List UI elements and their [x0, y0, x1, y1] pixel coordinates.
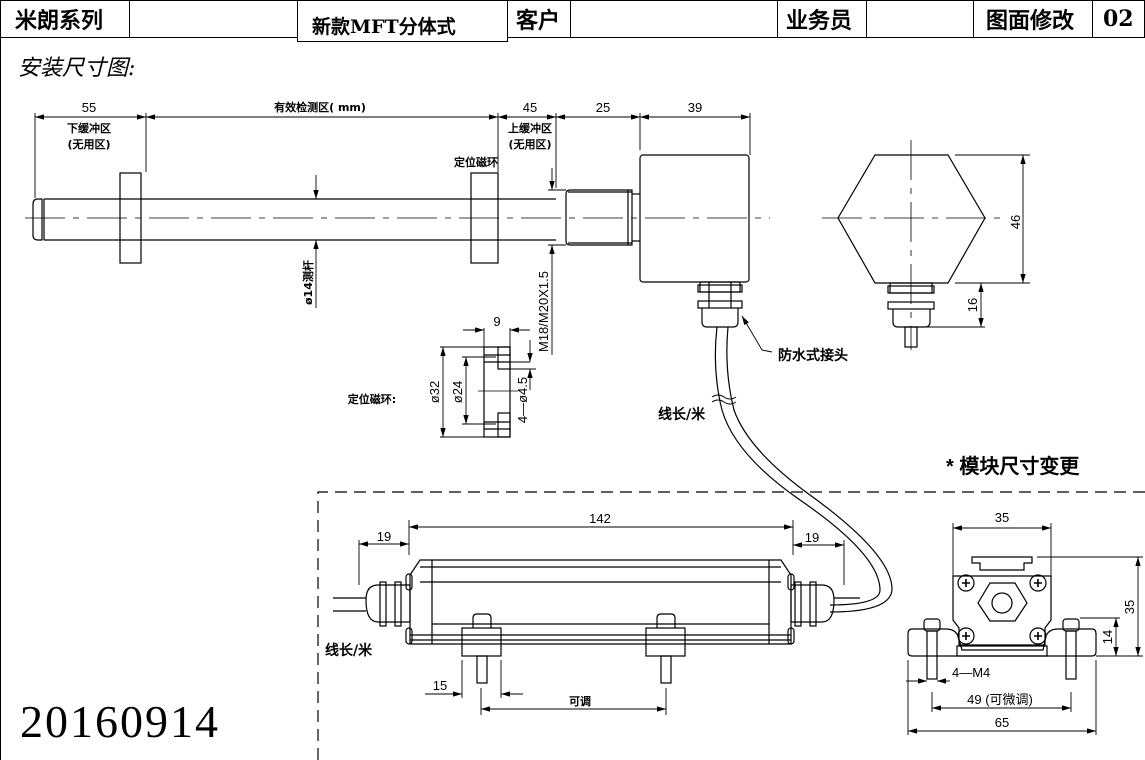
module-end-view	[907, 556, 1097, 680]
module-change-box	[317, 491, 1145, 760]
revision-value: 02	[1103, 6, 1134, 32]
label-lower-buffer: 下缓冲区	[67, 121, 111, 135]
title-block: 米朗系列 新款MFT分体式 客户 业务员 图面修改 02	[0, 0, 1145, 42]
dim-head-length: 39	[688, 100, 702, 115]
ring-detail	[478, 346, 518, 438]
dim-ring-inner: ø24	[450, 381, 465, 403]
dim-end-height: 35	[1122, 600, 1137, 614]
thread-section	[565, 189, 640, 246]
revision-label-cell: 图面修改	[973, 0, 1093, 38]
side-cable-gland	[887, 282, 935, 348]
dim-lower-buffer: 55	[82, 100, 96, 115]
label-ring-detail: 定位磁环:	[348, 392, 396, 406]
revision-label: 图面修改	[986, 8, 1075, 34]
dim-right-gland: 19	[805, 530, 819, 545]
dim-head-height: 46	[1008, 215, 1023, 229]
dim-clamp-width: 15	[433, 678, 447, 693]
dim-ring-holes: 4—ø4.5	[515, 377, 530, 423]
dim-thread-length: 25	[596, 100, 610, 115]
sensor-head	[639, 154, 750, 283]
drawing-subtitle: 安装尺寸图:	[18, 56, 136, 81]
dim-upper-buffer: 45	[523, 100, 537, 115]
series-cell: 米朗系列	[0, 0, 130, 38]
salesperson-label: 业务员	[786, 8, 853, 34]
dim-hole-spacing: 49 (可微调)	[967, 692, 1033, 707]
dim-ring-width: 9	[493, 314, 500, 329]
label-magnet-ring: 定位磁环	[454, 155, 498, 169]
label-upper-buffer: 上缓冲区	[508, 121, 552, 135]
series-name: 米朗系列	[15, 8, 104, 34]
customer-label: 客户	[516, 8, 561, 34]
label-waterproof-connector: 防水式接头	[778, 347, 848, 364]
dim-effective-range: 有效检测区( mm)	[274, 100, 366, 114]
label-thread-spec: M18/M20X1.5	[536, 271, 551, 352]
customer-label-cell: 客户	[507, 0, 571, 38]
sensor-rod	[32, 198, 556, 241]
label-upper-unused: (无用区)	[508, 138, 551, 151]
dim-end-width: 35	[995, 510, 1009, 525]
label-adjustable: 可调	[569, 694, 591, 708]
dim-left-gland: 19	[377, 529, 391, 544]
dim-module-length: 142	[589, 511, 611, 526]
module-change-title: * 模块尺寸变更	[946, 454, 1080, 478]
label-rod-diameter: ø14测杆	[301, 260, 315, 305]
cable	[714, 326, 881, 606]
waterproof-leader	[741, 315, 773, 353]
dim-overall-width: 65	[995, 715, 1009, 730]
dim-ring-outer: ø32	[427, 381, 442, 403]
hexagon-side-view	[837, 154, 986, 284]
frame-left-border	[0, 38, 1, 760]
cable-gland	[697, 281, 743, 328]
module-front-view	[333, 559, 860, 684]
dim-rail-height: 14	[1100, 630, 1115, 644]
label-screws: 4—M4	[952, 665, 990, 680]
label-lower-unused: (无用区)	[67, 138, 110, 151]
model-name: 新款MFT分体式	[312, 15, 456, 38]
label-cable-length: 线长/米	[658, 406, 706, 423]
label-module-cable: 线长/米	[325, 642, 373, 659]
drawing-date: 20160914	[20, 696, 220, 747]
dim-gland-height: 16	[965, 298, 980, 312]
